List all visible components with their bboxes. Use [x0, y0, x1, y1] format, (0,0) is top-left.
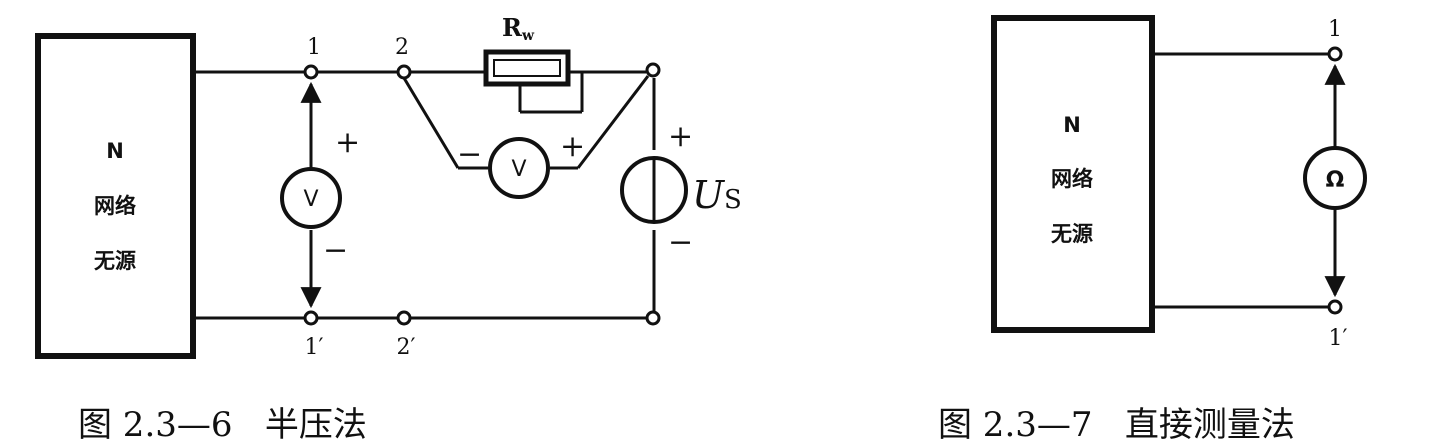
voltmeter-middle — [488, 137, 550, 199]
voltmeter-left-symbol: V — [303, 187, 318, 212]
box-line-passive: 无源 — [94, 249, 136, 273]
box-line-n: N — [106, 139, 124, 163]
label-terminal-1-fig2: 1 — [1328, 17, 1342, 42]
voltmeter-left — [280, 167, 342, 229]
voltmeter-left-minus: − — [323, 233, 348, 268]
figure-half-voltage-text: N 网络 无源 1 2 1′ 2′ Rw V + − V − + + − US … — [78, 13, 742, 445]
terminal-1-fig2 — [1327, 46, 1343, 62]
source-label: US — [692, 173, 742, 217]
voltmeter-mid-minus: − — [457, 137, 482, 172]
source-minus: − — [668, 225, 693, 260]
box2-line-network: 网络 — [1051, 167, 1093, 191]
terminal-1-prime-fig2 — [1327, 299, 1343, 315]
passive-network-box-2 — [991, 15, 1155, 333]
voltmeter-left-plus: + — [335, 125, 360, 160]
terminal-2-prime — [396, 310, 412, 326]
label-terminal-1-prime: 1′ — [305, 335, 324, 360]
rheostat-rw — [483, 49, 571, 87]
label-terminal-2-prime: 2′ — [397, 335, 416, 360]
caption-fig-2-3-6: 图 2.3—6 半压法 — [78, 405, 367, 445]
label-terminal-1: 1 — [307, 35, 321, 60]
voltmeter-mid-plus: + — [560, 129, 585, 164]
node-top-right — [645, 62, 661, 78]
passive-network-box — [35, 33, 196, 359]
box2-line-n: N — [1063, 113, 1081, 137]
label-terminal-1-prime-fig2: 1′ — [1329, 326, 1348, 351]
box2-line-passive: 无源 — [1051, 222, 1093, 246]
source-plus: + — [668, 119, 693, 154]
label-terminal-2: 2 — [395, 35, 409, 60]
ohmmeter — [1303, 146, 1367, 210]
figure-direct-measurement-text: N 网络 无源 1 1′ Ω 图 2.3—7 直接测量法 — [938, 17, 1348, 445]
label-rheostat: Rw — [502, 13, 535, 44]
caption-fig-2-3-7: 图 2.3—7 直接测量法 — [938, 405, 1295, 445]
wires — [193, 70, 656, 320]
terminal-1-prime — [303, 310, 319, 326]
ohmmeter-symbol: Ω — [1326, 168, 1345, 193]
node-bottom-right — [645, 310, 661, 326]
terminal-2 — [396, 64, 412, 80]
terminal-1 — [303, 64, 319, 80]
voltmeter-mid-symbol: V — [511, 157, 526, 182]
figure-direct-measurement — [991, 15, 1367, 333]
box-line-network: 网络 — [94, 194, 136, 218]
figure-half-voltage — [35, 33, 688, 359]
